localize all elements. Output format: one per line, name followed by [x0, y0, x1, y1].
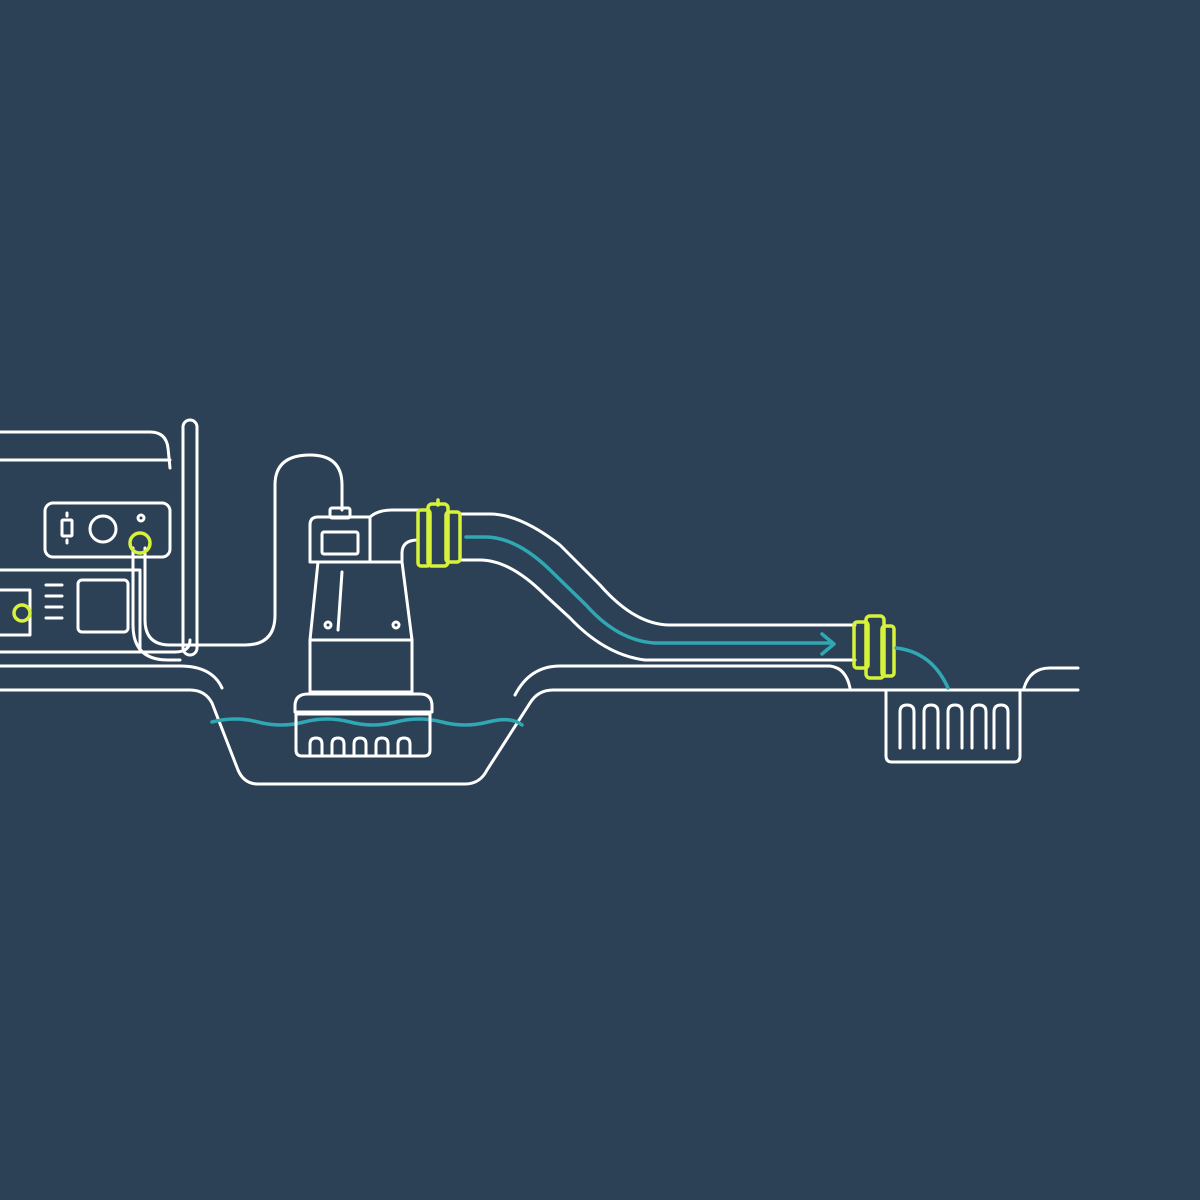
coupling-outlet-left-ring: [852, 620, 870, 670]
drain-slot-1: [898, 703, 916, 750]
coupling-outlet-right-ring: [880, 624, 896, 678]
pump-elbow-outer: [368, 508, 422, 519]
generator-engine-cover: [76, 578, 130, 634]
ground-upper-line: [0, 664, 224, 690]
pit-water: [210, 717, 524, 727]
generator-switch-icon: [60, 518, 74, 538]
drain-slot-2: [922, 703, 940, 750]
flow-arrow-icon: [464, 535, 836, 656]
generator-engine-block: [0, 568, 142, 654]
pump-head: [308, 515, 372, 564]
generator-icon: [0, 418, 199, 657]
hose-coupling-outlet-icon: [852, 614, 896, 680]
pump-bolt-left: [323, 620, 333, 630]
pump-strainer-slot-1: [308, 736, 324, 758]
generator-frame-handle: [181, 418, 199, 657]
flow-arrow-head: [820, 632, 836, 656]
pump-lower-body: [308, 638, 414, 694]
hose-icon: [368, 508, 857, 662]
submersible-pump-icon: [293, 506, 434, 758]
drain-slot-3: [946, 703, 964, 750]
pump-strainer-slot-2: [330, 736, 346, 758]
pump-strainer-slot-4: [374, 736, 390, 758]
hose-coupling-icon: [416, 498, 462, 568]
generator-top-housing: [0, 430, 172, 470]
pump-elbow-inner: [400, 538, 420, 564]
pump-strainer-slot-5: [396, 736, 412, 758]
pump-intake-strainer: [294, 712, 432, 758]
hose-upper-edge: [458, 512, 857, 627]
ground-outline: [0, 688, 1080, 786]
flow-arrow-line: [464, 535, 834, 645]
pump-strainer-slot-3: [352, 736, 368, 758]
coupling-pump-left-ring: [416, 508, 432, 568]
drain-slot-4: [970, 703, 988, 750]
pump-body-rib: [336, 570, 344, 632]
ground-step-right: [1022, 666, 1080, 690]
power-cable-outer: [143, 453, 344, 647]
power-cable-inner: [131, 546, 182, 662]
power-cable-icon: [128, 453, 344, 662]
coupling-outlet-body: [864, 614, 886, 680]
pump-head-detail: [320, 530, 360, 556]
power-plug-icon: [128, 531, 152, 555]
ground-with-pit: [0, 664, 1080, 786]
pump-base-flange: [293, 692, 434, 714]
drain-box: [884, 690, 1022, 764]
drain-slot-5: [992, 703, 1010, 750]
generator-accent-knob: [12, 603, 32, 623]
hose-lower-edge: [458, 558, 857, 662]
outflow-stream-icon: [894, 646, 950, 690]
drain-grate-icon: [884, 690, 1022, 764]
water-wave-icon: [210, 717, 524, 727]
generator-outlet-icon: [88, 514, 118, 544]
coupling-pump-right-ring: [444, 510, 462, 564]
pump-bolt-right: [391, 620, 401, 630]
ground-upper-line-right: [513, 664, 852, 697]
generator-base-rail: [0, 638, 192, 654]
generator-control-panel: [43, 501, 172, 559]
generator-small-indicator: [136, 513, 146, 523]
